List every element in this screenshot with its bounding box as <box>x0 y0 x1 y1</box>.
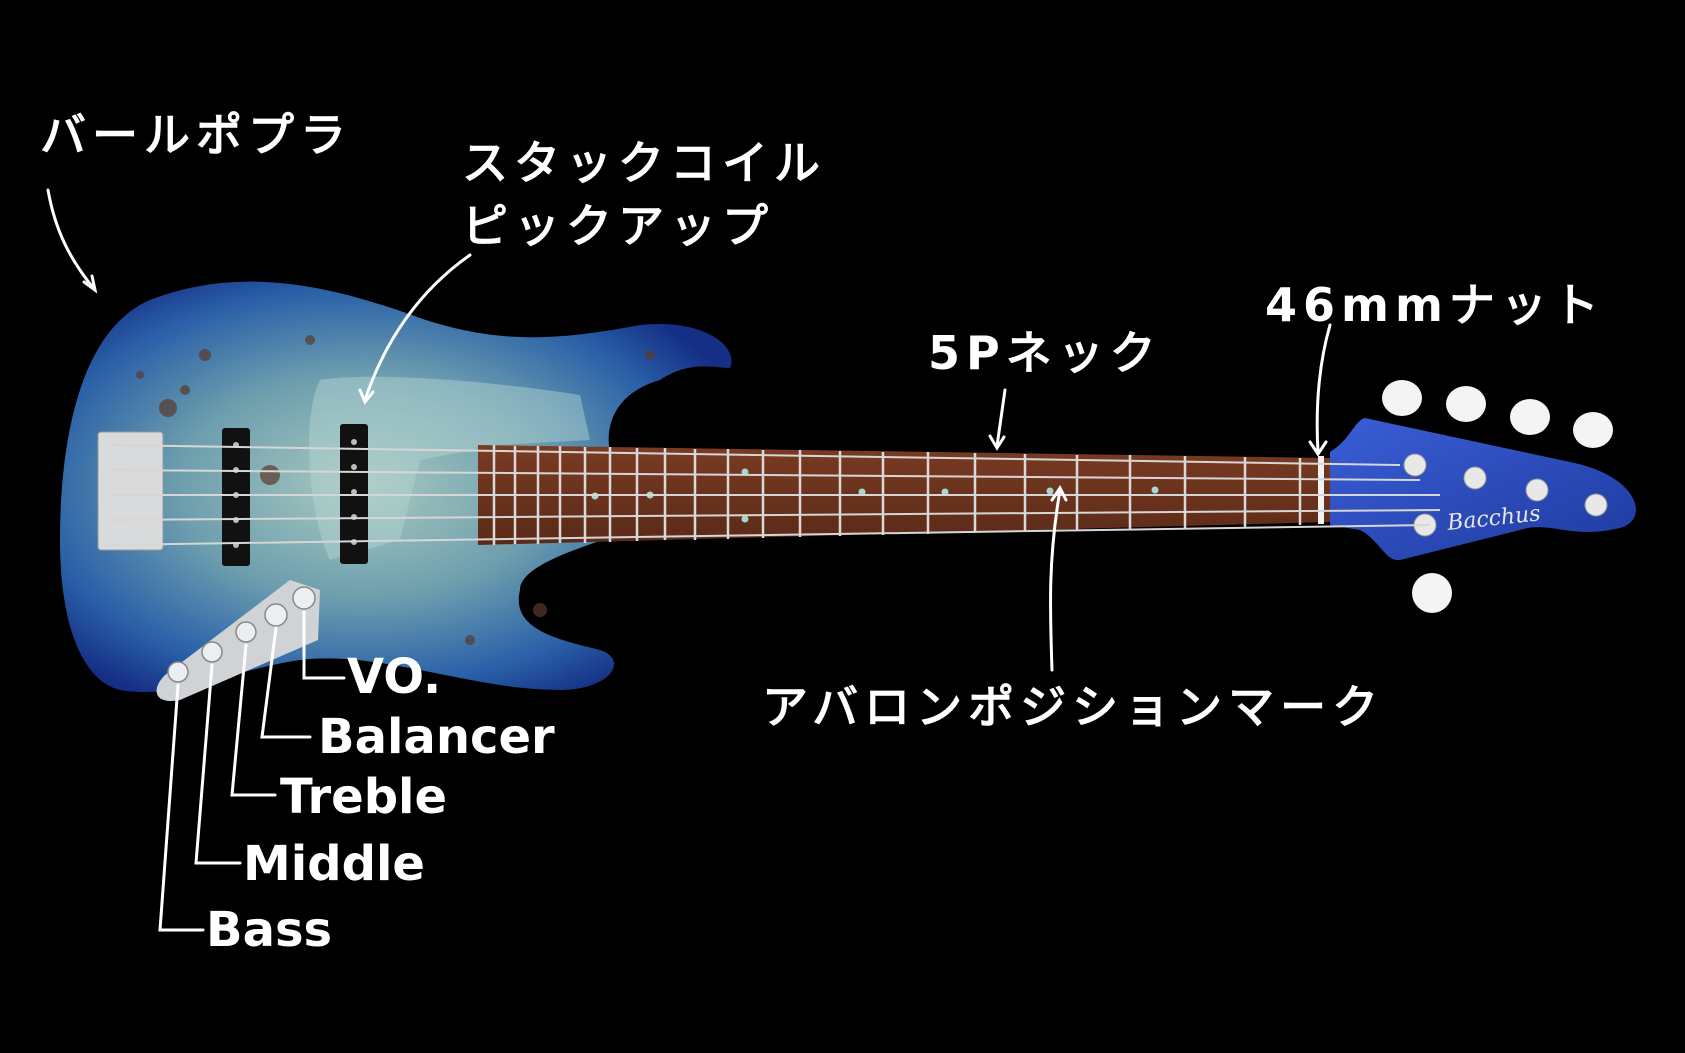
arrow-5p-neck <box>995 388 1007 448</box>
leader-bass <box>158 683 205 932</box>
nut <box>1318 456 1324 524</box>
label-volume: VO. <box>347 649 442 705</box>
label-stack-coil-line1: スタックコイル <box>462 136 826 190</box>
arrow-burl-poplar <box>46 188 97 292</box>
tuner-keys <box>1382 380 1613 613</box>
arrow-46mm-nut <box>1315 323 1332 454</box>
label-46mm-nut: 46mmナット <box>1265 278 1605 332</box>
label-balancer: Balancer <box>318 709 555 765</box>
pickguard <box>309 376 590 560</box>
knob-volume <box>292 586 316 610</box>
guitar-body <box>60 281 732 693</box>
leader-volume <box>302 610 346 680</box>
label-treble: Treble <box>280 769 448 825</box>
label-5p-neck: 5Pネック <box>928 326 1162 380</box>
label-burl-poplar: バールポプラ <box>40 108 352 162</box>
bridge <box>97 431 164 551</box>
knob-bass <box>167 661 189 683</box>
knob-middle <box>201 641 223 663</box>
control-knobs <box>167 586 316 683</box>
label-abalone-position-marks: アバロンポジションマーク <box>762 680 1385 734</box>
arrow-abalone <box>1048 488 1062 672</box>
leader-middle <box>194 663 242 865</box>
arrow-stack-coil <box>363 253 472 402</box>
knob-treble <box>235 621 257 643</box>
annotation-arrows <box>46 188 1332 932</box>
knob-balancer <box>264 603 288 627</box>
label-stack-coil-line2: ピックアップ <box>462 199 774 253</box>
label-bass: Bass <box>206 902 333 958</box>
leader-balancer <box>260 626 312 739</box>
leader-treble <box>230 643 277 797</box>
strings <box>109 444 1441 546</box>
label-middle: Middle <box>243 836 425 892</box>
